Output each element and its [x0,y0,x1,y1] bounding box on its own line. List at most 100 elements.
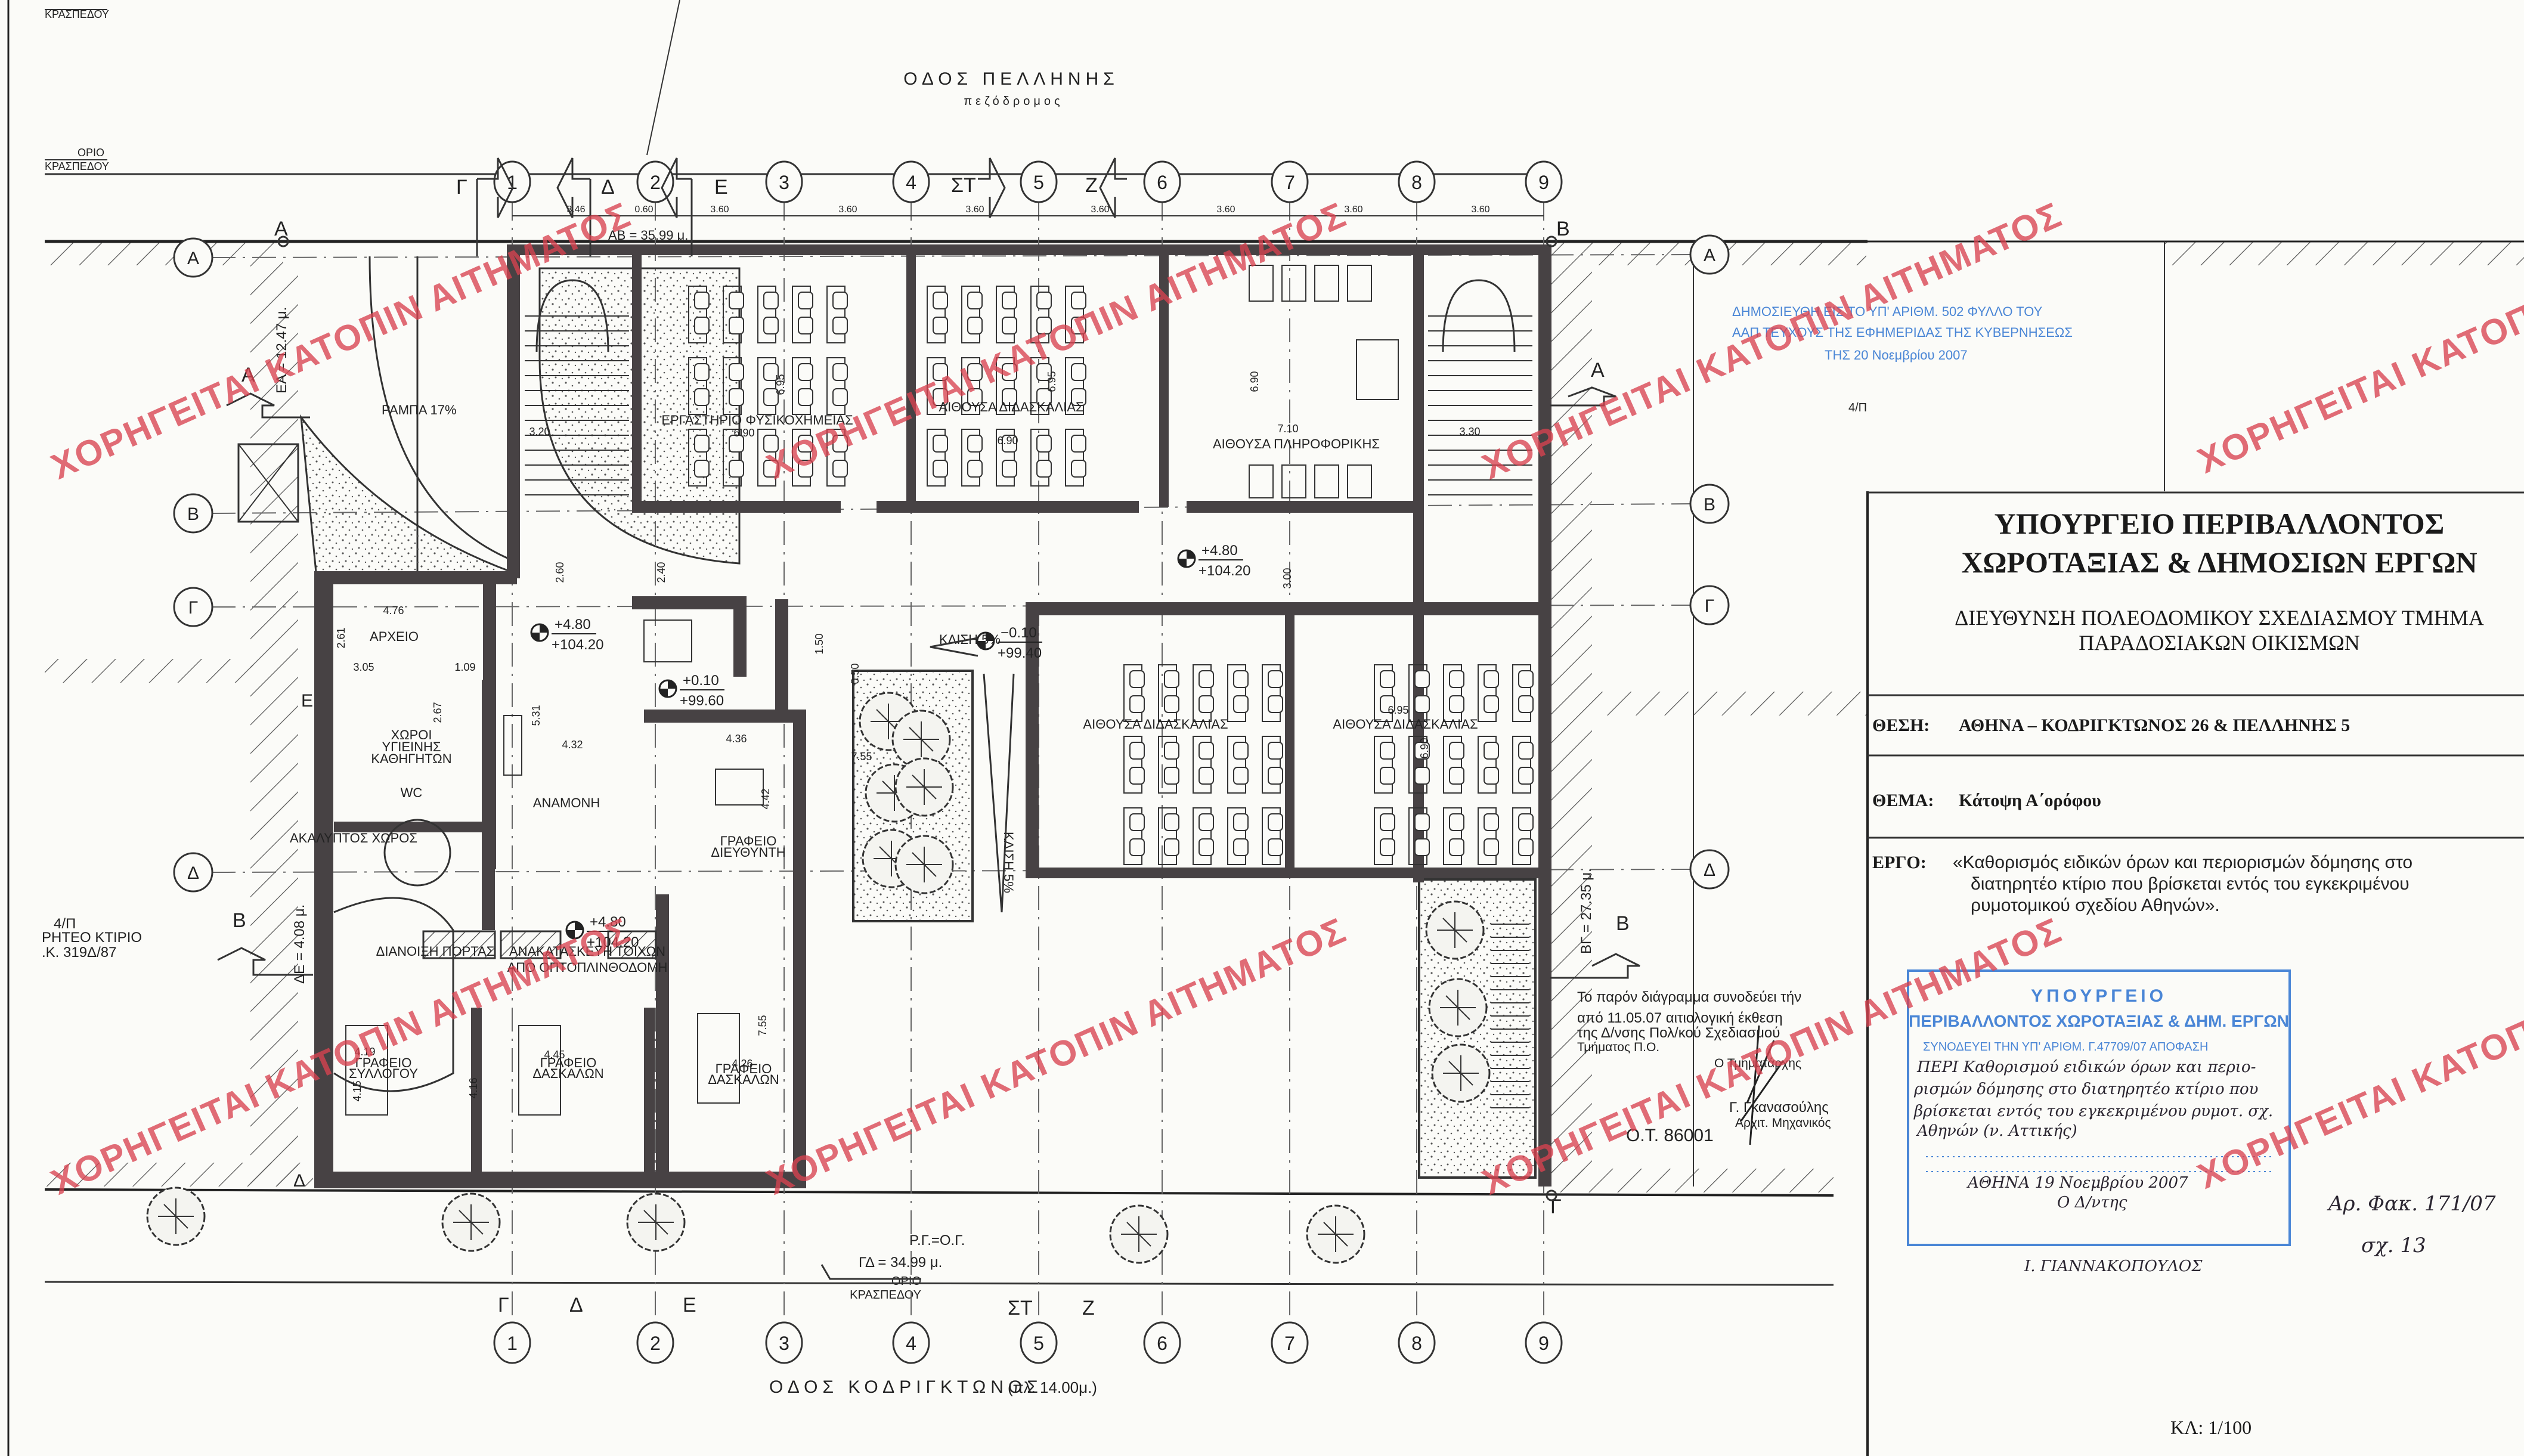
room-dimension: 3.00 [1281,568,1293,588]
chair [729,388,744,406]
chair [1414,767,1430,785]
grid-bubble [173,587,213,627]
chair [1268,742,1283,760]
room-dimension: 6.90 [1419,738,1430,758]
grid-label: Δ [187,863,199,883]
grid-bubble [892,1321,930,1364]
desk [1374,736,1393,794]
chair [933,460,948,478]
curb-limit-label-bottom: ΟΡΙΟ [891,1275,921,1288]
approval-stamp: ΥΠΟΥΡΓΕΙΟ ΠΕΡΙΒΑΛΛΟΝΤΟΣ ΧΩΡΟΤΑΞΙΑΣ & ΔΗΜ… [1907,969,2291,1246]
desk [757,429,776,487]
room-dimension: 4.42 [760,788,772,809]
chair [1198,767,1214,785]
room-classroom-1: ΑΙΘΟΥΣΑ ΔΙΔΑΣΚΑΛΙΑΣ [939,399,1083,414]
chair [1233,838,1249,856]
level-marker-fill [1178,550,1195,567]
room-wc: WC [401,785,423,800]
desk [1443,736,1462,794]
room-classroom-3: ΑΙΘΟΥΣΑ ΔΙΔΑΣΚΑΛΙΑΣ [1333,717,1478,732]
trees [146,692,1491,1264]
chair [798,388,813,406]
neighbour-left-building: ΡΗΤΕΟ ΚΤΙΡΙΟ [42,930,142,946]
chair [1484,670,1499,688]
chair [694,292,710,309]
tree-branches [453,1204,489,1240]
chair [1484,838,1499,856]
office-table [643,619,692,662]
section-bottom-g: Γ [498,1294,509,1316]
chair [832,388,848,406]
room-dimension: 6.90 [1249,371,1261,392]
tree-branches [1437,912,1473,948]
room-dimension: 3.05 [353,661,374,673]
desk [792,429,811,487]
room-teachers-2: ΓΡΑΦΕΙΟ [716,1061,772,1076]
grid-spacing: 3.46 [566,205,585,215]
chair [1518,838,1534,856]
chair [798,292,813,309]
level-marker-fill [659,680,676,697]
chair [1002,317,1017,334]
chair [1414,813,1430,831]
north-street-subtitle: πεζόδρομος [964,95,1063,108]
grid-label: Δ [1704,860,1715,880]
chair [1268,695,1283,713]
desk [1158,664,1177,722]
chair [1380,742,1395,760]
note-block-number: Ο.Τ. 86001 [1626,1126,1714,1145]
desk [1158,807,1177,865]
chair [1449,767,1464,785]
chair [1071,460,1086,478]
level-absolute: +99.40 [998,645,1042,661]
wall-rebuild-note-2: ΑΠΟ ΟΠΤΟΠΛΙΝΘΟΔΟΜΗ [507,960,668,975]
desk [1512,736,1531,794]
desk [1478,736,1497,794]
desk [1512,807,1531,865]
corner-b: Β [1556,218,1570,240]
chair [967,435,983,453]
room-dimension: 2.40 [655,562,667,583]
chair [1380,838,1395,856]
grid-label: Β [187,504,199,524]
file-number: Αρ. Φακ. 171/07 [2327,1192,2496,1216]
level-marker-fill [566,922,583,938]
curb-line-bottom [44,1281,1834,1286]
corner-e: Ε [301,691,313,711]
desk [723,286,742,343]
chair [1233,742,1249,760]
chair [1268,670,1283,688]
chair [1036,388,1052,406]
desk [723,429,742,487]
neighbour-hatching [44,240,2524,1197]
chair [1233,695,1249,713]
level-relative: +0.10 [683,673,719,689]
stamp-line-2: ΠΕΡΙΒΑΛΛΟΝΤΟΣ ΧΩΡΟΤΑΞΙΑΣ & ΔΗΜ. ΕΡΓΩΝ [1909,1012,2289,1030]
desk [757,286,776,343]
room-dimension: 6.90 [733,427,754,439]
desk [1478,807,1497,865]
desk [1158,736,1177,794]
grid-bubble [173,852,213,893]
staircases [333,279,1532,1108]
publication-line-1: ΔΗΜΟΣΙΕΥΘΗ ΕΙΣ ΤΟ ΥΠ' ΑΡΙΘΜ. 502 ΦΥΛΛΟ Τ… [1732,304,2043,319]
title-block: ΥΠΟΥΡΓΕΙΟ ΠΕΡΙΒΑΛΛΟΝΤΟΣ ΧΩΡΟΤΑΞΙΑΣ & ΔΗΜ… [1868,491,2524,915]
chair [1414,695,1430,713]
room-director: ΓΡΑΦΕΙΟ [720,834,777,848]
room-dimension: 2.60 [554,562,566,583]
grid-bubble [1143,160,1181,203]
room-wc-staff: ΧΩΡΟΙ [391,727,432,742]
chair [1449,838,1464,856]
desk [792,286,811,343]
chair [967,363,983,381]
grid-label: 9 [1538,1333,1549,1354]
dim-rg: Ρ.Γ.=Ο.Γ. [909,1232,965,1249]
chair [1002,363,1017,381]
grid-bubble [493,1321,531,1364]
chair [798,317,813,334]
chair [1449,813,1464,831]
grid-label: 6 [1157,172,1167,193]
